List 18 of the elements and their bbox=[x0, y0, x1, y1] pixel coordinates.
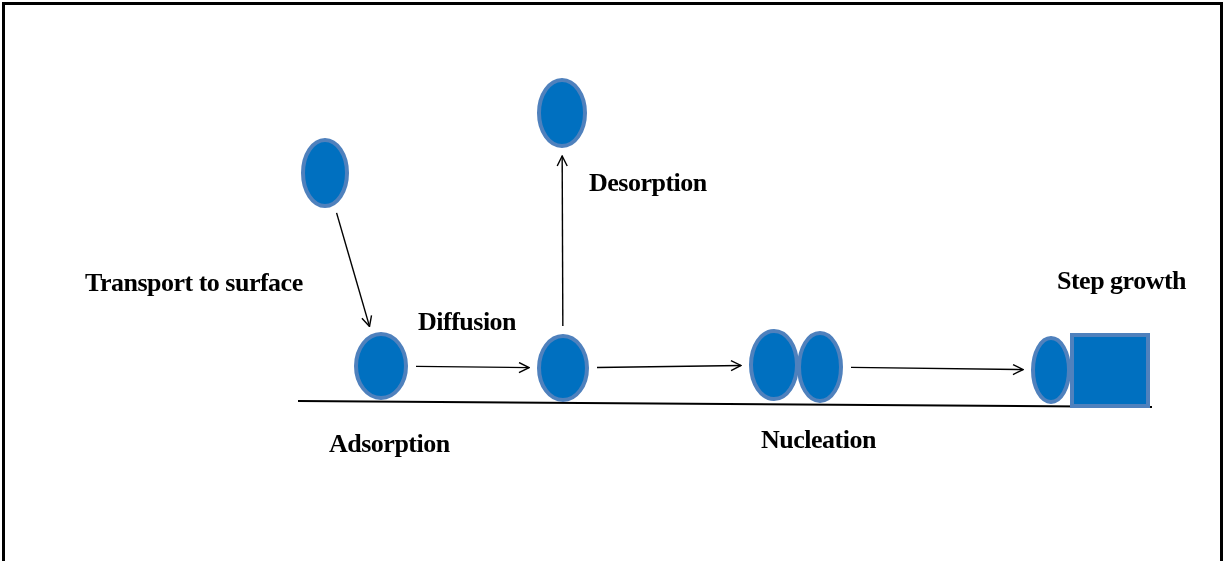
atom bbox=[301, 138, 349, 208]
crystal-block bbox=[1070, 333, 1150, 408]
arrow bbox=[415, 361, 530, 374]
process-label: Transport to surface bbox=[85, 270, 303, 296]
process-label: Nucleation bbox=[761, 427, 876, 453]
atom bbox=[1031, 336, 1071, 404]
arrow bbox=[556, 155, 568, 327]
atom bbox=[354, 332, 408, 400]
edge-label: Desorption bbox=[589, 170, 707, 196]
atom bbox=[537, 78, 587, 148]
arrow bbox=[850, 363, 1024, 376]
atom bbox=[749, 329, 799, 401]
atom bbox=[537, 334, 589, 402]
arrow bbox=[335, 212, 373, 328]
process-label: Adsorption bbox=[329, 431, 450, 457]
atom bbox=[797, 331, 843, 403]
process-label: Step growth bbox=[1057, 268, 1187, 294]
arrow bbox=[596, 359, 742, 372]
